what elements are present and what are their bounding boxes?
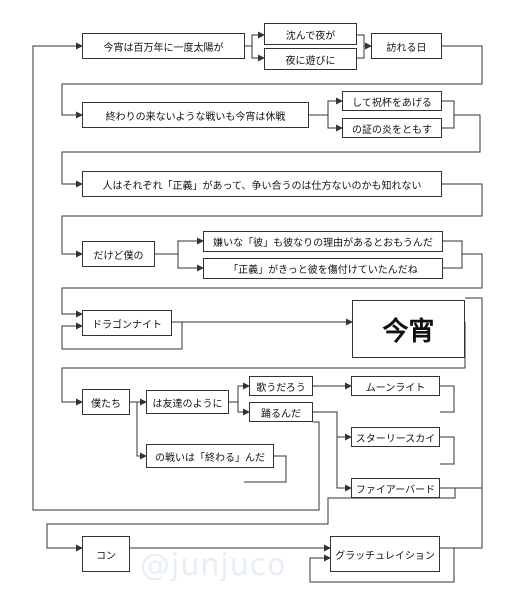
connector <box>440 488 483 549</box>
connector <box>309 97 343 116</box>
connector <box>442 100 455 115</box>
connector <box>61 253 483 318</box>
connector <box>313 411 352 441</box>
connector <box>237 402 250 416</box>
node-like-friends: は友達のように <box>146 390 229 414</box>
node-night-visit: 夜に遊びに <box>264 48 357 70</box>
connector <box>61 321 183 350</box>
node-con: コン <box>82 536 130 572</box>
connector <box>177 254 204 272</box>
connector <box>440 385 455 413</box>
node-truce: 終わりの来ないような戦いも今宵は休戦 <box>82 102 309 128</box>
node-flame: の証の炎をともす <box>342 118 442 138</box>
node-but-my: だけど僕の <box>82 241 155 267</box>
connector <box>336 437 352 492</box>
connector <box>251 46 265 62</box>
connector <box>440 297 483 489</box>
connector <box>32 42 320 511</box>
node-battle-ends: の戦いは「終わる」んだ <box>146 444 274 468</box>
node-tonight-sun: 今宵は百万年に一度太陽が <box>82 33 245 59</box>
node-visiting-day: 訪れる日 <box>371 33 442 59</box>
connector <box>357 34 372 50</box>
node-he-reason: 嫌いな「彼」も彼なりの理由があるとおもうんだ <box>203 231 443 252</box>
node-dance: 踊るんだ <box>249 402 313 422</box>
connector <box>229 382 250 403</box>
connector <box>357 46 365 59</box>
watermark: @junjuco <box>140 548 287 583</box>
connector <box>136 402 147 460</box>
connector <box>155 237 204 255</box>
node-will-sing: 歌うだろう <box>249 376 313 396</box>
connector <box>327 115 343 132</box>
connector <box>61 322 466 406</box>
connector <box>61 45 483 119</box>
connector <box>61 183 483 258</box>
connector <box>443 240 463 254</box>
node-sinking-night: 沈んで夜が <box>264 23 357 45</box>
connector <box>61 114 481 188</box>
node-starry-sky: スターリースカイ <box>351 427 440 447</box>
node-moonlight: ムーンライト <box>351 376 440 396</box>
node-tonight: 今宵 <box>352 300 465 358</box>
node-we: 僕たち <box>82 389 130 415</box>
node-justice: 人はそれぞれ「正義」があって、争い合うのは仕方ないのかも知れない <box>82 171 442 197</box>
connector <box>440 436 455 465</box>
node-dragon-knight: ドラゴンナイト <box>82 310 172 336</box>
node-hurt-him: 「正義」がきっと彼を傷付けていたんだね <box>203 258 443 279</box>
connector <box>46 487 456 552</box>
node-firebird: ファイアーバード <box>351 478 440 498</box>
node-toast: して祝杯をあげる <box>342 91 442 111</box>
connector <box>245 31 265 47</box>
connector <box>244 455 287 483</box>
node-congratulation: グラッチュレイション <box>330 536 440 572</box>
